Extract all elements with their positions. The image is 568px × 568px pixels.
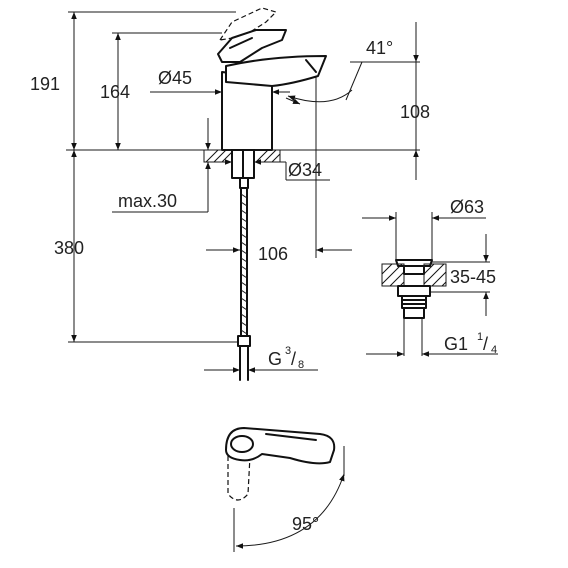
svg-text:G1: G1 (444, 334, 468, 354)
dim-diam34: Ø34 (288, 160, 322, 180)
dim-35-45: 35-45 (450, 267, 496, 287)
svg-text:8: 8 (298, 359, 304, 371)
lever-rotated-outline (227, 455, 251, 501)
flexible-hose (237, 187, 251, 381)
dim-106: 106 (258, 244, 288, 264)
basin-section (381, 263, 447, 287)
dim-thread-hose: G 3 / 8 (268, 345, 304, 371)
faucet-top-view: 95° (225, 427, 345, 552)
waste-nut (397, 285, 431, 297)
svg-text:/: / (291, 349, 296, 369)
dim-max30: max.30 (118, 191, 177, 211)
faucet-side-view: 191 164 Ø45 41° 108 Ø34 max.30 380 106 G… (30, 7, 430, 381)
svg-text:/: / (483, 334, 488, 354)
faucet-lever (217, 29, 287, 63)
dim-380: 380 (54, 238, 84, 258)
faucet-spout (225, 55, 327, 87)
waste-valve-view: Ø63 35-45 G1 1 / 4 (362, 197, 498, 357)
dim-thread-waste: G1 1 / 4 (444, 331, 497, 356)
svg-text:4: 4 (491, 344, 497, 356)
dim-diam63: Ø63 (450, 197, 484, 217)
dim-164: 164 (100, 82, 130, 102)
svg-text:3: 3 (285, 345, 291, 357)
svg-text:G: G (268, 349, 282, 369)
top-view-aerator (230, 435, 254, 453)
dim-191: 191 (30, 74, 60, 94)
dim-108: 108 (400, 102, 430, 122)
svg-text:1: 1 (477, 331, 483, 343)
angle-arc-41 (287, 89, 353, 103)
dim-95deg: 95° (292, 514, 319, 534)
top-view-body (225, 427, 336, 465)
dim-41deg: 41° (366, 38, 393, 58)
angle-arc-95 (235, 473, 345, 549)
dim-diam45: Ø45 (158, 68, 192, 88)
